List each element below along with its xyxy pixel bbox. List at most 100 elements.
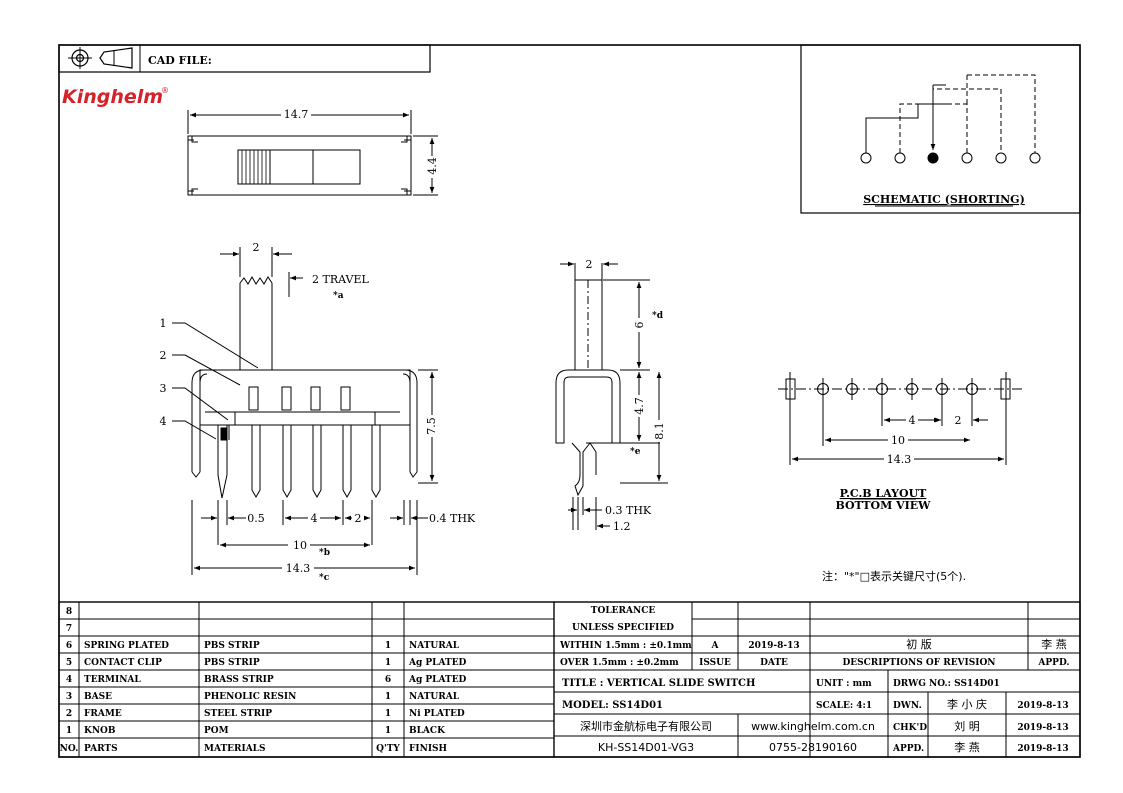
bom-material: PBS STRIP — [204, 658, 260, 668]
end-view-labels: 2 6 *d 4.7 *e 8.1 0.3 THK 1.2 — [586, 258, 666, 533]
appd-label: APPD. — [1037, 658, 1069, 668]
drawn-label: DWN. — [893, 701, 922, 711]
revision-desc: 初 版 — [906, 637, 932, 651]
bom-qty: 1 — [385, 641, 391, 651]
cad-header: CAD FILE: — [58, 44, 431, 73]
bom-no: 2 — [66, 709, 72, 719]
end-knob-dim: 2 — [586, 258, 593, 271]
bom-finish: NATURAL — [409, 641, 460, 651]
revision-label: DESCRIPTIONS OF REVISION — [842, 658, 995, 668]
approved-date: 2019-8-13 — [1017, 744, 1068, 754]
callout-3: 3 — [160, 382, 167, 395]
bom-no: 6 — [66, 641, 72, 651]
callout-1: 1 — [160, 317, 167, 330]
bom-part: BASE — [84, 692, 112, 702]
top-view — [187, 110, 438, 196]
scale-label: SCALE: 4:1 — [816, 701, 872, 711]
side-view — [172, 247, 438, 575]
drawn-by: 李 小 庆 — [947, 697, 987, 711]
bom-no: 4 — [66, 675, 72, 685]
top-height-dim: 4.4 — [426, 157, 439, 175]
schematic-caption: SCHEMATIC (SHORTING) — [863, 193, 1025, 206]
schematic: SCHEMATIC (SHORTING) — [800, 44, 1081, 214]
bom-header-qty: Q'TY — [376, 744, 400, 754]
bom-finish: NATURAL — [409, 692, 460, 702]
side-dim-143: 14.3 — [286, 562, 311, 575]
pitch-4: 4 — [311, 512, 318, 525]
company-website: www.kinghelm.com.cn — [751, 720, 875, 733]
side-thk: 0.4 THK — [429, 512, 476, 525]
end-thk: 0.3 THK — [605, 504, 652, 517]
pcb-dim-4: 4 — [909, 414, 916, 427]
bom-part: CONTACT CLIP — [84, 658, 162, 668]
end-dim-47: 4.7 — [633, 397, 646, 415]
cad-file-label: CAD FILE: — [148, 54, 212, 67]
bom-part: KNOB — [84, 726, 116, 736]
callout-4: 4 — [160, 415, 167, 428]
bom-qty: 1 — [385, 726, 391, 736]
bom-text: 8 7 6 SPRING PLATED PBS STRIP 1 NATURAL … — [60, 607, 467, 754]
company-name: 深圳市金航标电子有限公司 — [580, 719, 712, 733]
side-height-dim: 7.5 — [425, 417, 438, 435]
tolerance-over: OVER 1.5mm : ±0.2mm — [560, 658, 679, 668]
key-c: *c — [319, 573, 330, 583]
bom-part: SPRING PLATED — [84, 641, 169, 651]
bom-finish: Ag PLATED — [408, 658, 467, 668]
bom-material: PHENOLIC RESIN — [204, 692, 296, 702]
checked-label: CHK'D — [893, 723, 927, 733]
company-phone: 0755-28190160 — [769, 741, 857, 754]
pitch-05: 0.5 — [247, 512, 265, 525]
drawing-number: DRWG NO.: SS14D01 — [893, 679, 1000, 689]
registered-mark: ® — [161, 86, 169, 95]
bom-part: FRAME — [84, 709, 122, 719]
date-value: 2019-8-13 — [748, 641, 799, 651]
side-dim-10: 10 — [293, 539, 307, 552]
pcb-dim-2: 2 — [955, 414, 962, 427]
tolerance-sub: UNLESS SPECIFIED — [572, 623, 674, 633]
drawn-date: 2019-8-13 — [1017, 701, 1068, 711]
checked-date: 2019-8-13 — [1017, 723, 1068, 733]
checked-by: 刘 明 — [954, 720, 980, 733]
pcb-dim-10: 10 — [891, 434, 905, 447]
key-d: *d — [652, 311, 664, 321]
bom-header-no: NO. — [60, 744, 79, 754]
drawing-title: TITLE : VERTICAL SLIDE SWITCH — [562, 678, 755, 689]
pcb-title: P.C.B LAYOUT — [840, 487, 928, 500]
pcb-subtitle: BOTTOM VIEW — [835, 499, 931, 512]
title-block — [553, 601, 1081, 758]
model-label: MODEL: SS14D01 — [562, 700, 663, 711]
bom-qty: 1 — [385, 709, 391, 719]
side-view-labels: 2 2 TRAVEL *a 1 2 3 4 7.5 0.5 4 2 0.4 TH… — [160, 241, 476, 583]
issue-label: ISSUE — [699, 658, 731, 668]
pcb-dim-143: 14.3 — [887, 453, 912, 466]
tolerance-within: WITHIN 1.5mm : ±0.1mm — [559, 641, 692, 651]
end-dim-6: 6 — [633, 322, 646, 329]
projection-symbol-icon — [68, 47, 133, 69]
bom-qty: 1 — [385, 658, 391, 668]
bom-material: BRASS STRIP — [204, 675, 274, 685]
key-a: *a — [333, 291, 344, 301]
approved-label: APPD. — [892, 744, 924, 754]
pcb-layout — [778, 372, 1025, 465]
key-dimension-note: 注："*"□表示关键尺寸(5个). — [822, 569, 966, 583]
bom-material: POM — [204, 726, 229, 736]
end-dim-12: 1.2 — [613, 520, 631, 533]
end-dim-81: 8.1 — [653, 422, 666, 440]
key-e: *e — [630, 447, 641, 457]
unit-label: UNIT : mm — [816, 679, 872, 689]
part-number: KH-SS14D01-VG3 — [598, 741, 694, 754]
bom-material: STEEL STRIP — [204, 709, 272, 719]
top-width-dim: 14.7 — [284, 108, 309, 121]
callout-2: 2 — [160, 349, 167, 362]
key-b: *b — [319, 548, 330, 558]
bom-no: 3 — [66, 692, 72, 702]
bom-qty: 1 — [385, 692, 391, 702]
title-block-text: TOLERANCE UNLESS SPECIFIED WITHIN 1.5mm … — [559, 606, 1070, 754]
bom-header-materials: MATERIALS — [204, 744, 266, 754]
bom-no: 7 — [66, 624, 72, 634]
pcb-labels: 4 2 10 14.3 P.C.B LAYOUT BOTTOM VIEW — [835, 414, 962, 512]
tolerance-label: TOLERANCE — [591, 606, 656, 616]
bom-material: PBS STRIP — [204, 641, 260, 651]
bom-header-finish: FINISH — [409, 744, 448, 754]
